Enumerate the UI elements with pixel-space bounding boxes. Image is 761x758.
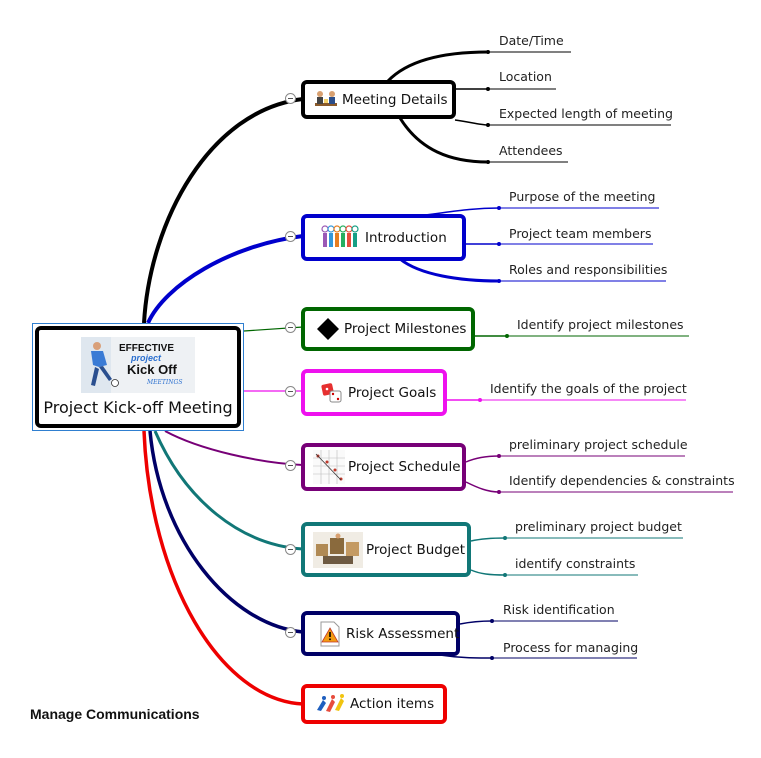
subtopic-expected-length[interactable]: Expected length of meeting — [499, 106, 673, 121]
branch-line-project-budget — [153, 430, 304, 551]
page-caption: Manage Communications — [30, 706, 200, 722]
collapse-toggle-project-goals[interactable] — [285, 386, 296, 397]
topic-introduction[interactable]: Introduction — [301, 214, 466, 261]
subtopic-identify-constraints[interactable]: identify constraints — [515, 556, 636, 571]
topic-label: Action items — [350, 696, 435, 712]
meeting-people-icon — [313, 87, 339, 113]
subtopic-risk-identification[interactable]: Risk identification — [503, 602, 615, 617]
topic-project-goals[interactable]: Project Goals — [301, 369, 447, 416]
collapse-toggle-project-budget[interactable] — [285, 544, 296, 555]
topic-label: Project Schedule — [348, 459, 461, 475]
topic-label: Project Goals — [348, 384, 437, 401]
branch-line-action-items — [142, 430, 304, 706]
subtopic-roles[interactable]: Roles and responsibilities — [509, 262, 668, 277]
leaf-dots — [478, 50, 509, 660]
subtopic-date-time[interactable]: Date/Time — [499, 33, 564, 48]
collapse-toggle-project-milestones[interactable] — [285, 322, 296, 333]
budget-boxes-icon — [313, 531, 363, 568]
collapse-toggle-meeting-details[interactable] — [285, 93, 296, 104]
subtopic-preliminary-schedule[interactable]: preliminary project schedule — [509, 437, 688, 452]
collapse-toggle-introduction[interactable] — [285, 231, 296, 242]
subtopic-process-managing[interactable]: Process for managing — [503, 640, 639, 655]
central-topic-title: Project Kick-off Meeting — [43, 398, 233, 417]
topic-project-schedule[interactable]: Project Schedule — [301, 443, 466, 491]
topic-meeting-details[interactable]: Meeting Details — [301, 80, 456, 119]
branch-line-risk-assessment — [148, 430, 304, 634]
subtopic-team-members[interactable]: Project team members — [509, 226, 652, 241]
topic-action-items[interactable]: Action items — [301, 684, 447, 724]
banner-text-meetings: MEETINGS — [146, 379, 182, 386]
topic-label: Introduction — [365, 229, 447, 246]
subtopic-identify-milestones[interactable]: Identify project milestones — [517, 317, 684, 332]
subtopic-preliminary-budget[interactable]: preliminary project budget — [515, 519, 682, 534]
leaf-lines-project-budget — [470, 537, 683, 576]
subtopic-purpose[interactable]: Purpose of the meeting — [509, 189, 656, 204]
dice-icon — [319, 380, 345, 406]
topic-risk-assessment[interactable]: Risk Assessment — [301, 611, 460, 656]
kickoff-banner-image: EFFECTIVE project Kick Off MEETINGS — [81, 337, 195, 393]
warning-document-icon — [317, 621, 343, 647]
central-topic[interactable]: EFFECTIVE project Kick Off MEETINGS Proj… — [32, 323, 244, 431]
collapse-toggle-project-schedule[interactable] — [285, 460, 296, 471]
subtopic-location[interactable]: Location — [499, 69, 552, 84]
leaf-lines-meeting-details — [386, 50, 671, 164]
topic-project-milestones[interactable]: Project Milestones — [301, 307, 475, 351]
subtopic-identify-goals[interactable]: Identify the goals of the project — [490, 381, 687, 396]
soccer-player-figure — [91, 342, 119, 387]
diamond-icon — [315, 316, 341, 342]
subtopic-dependencies[interactable]: Identify dependencies & constraints — [509, 473, 735, 488]
topic-label: Project Budget — [366, 541, 466, 558]
branch-line-project-schedule — [164, 430, 304, 466]
topic-label: Meeting Details — [342, 91, 448, 108]
banner-text-effective: EFFECTIVE — [119, 343, 174, 354]
banner-text-project: project — [130, 353, 162, 363]
central-topic-box: EFFECTIVE project Kick Off MEETINGS Proj… — [35, 326, 241, 428]
topic-label: Risk Assessment — [346, 625, 460, 642]
leaf-lines-project-schedule — [465, 455, 733, 493]
branch-line-introduction — [146, 234, 304, 324]
schedule-grid-icon — [313, 450, 345, 484]
team-people-icon — [321, 224, 361, 251]
subtopic-attendees[interactable]: Attendees — [499, 143, 563, 158]
topic-project-budget[interactable]: Project Budget — [301, 522, 471, 577]
branch-line-meeting-details — [142, 97, 304, 324]
banner-text-kickoff: Kick Off — [127, 362, 178, 377]
action-figures-icon — [315, 691, 347, 717]
collapse-toggle-risk-assessment[interactable] — [285, 627, 296, 638]
topic-label: Project Milestones — [344, 321, 467, 337]
